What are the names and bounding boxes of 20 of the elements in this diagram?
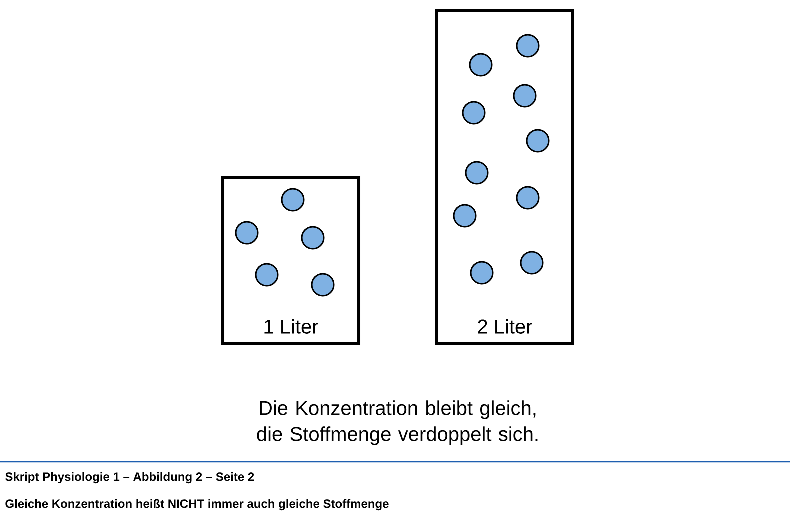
particle-circle	[453, 204, 477, 228]
particle-circle	[462, 101, 486, 125]
caption: Gleiche Konzentration heißt NICHT immer auch gleiche Stoffmenge	[6, 499, 389, 511]
footer-text: Skript Physiologie 1 – Abbildung 2 – Seite 2	[6, 472, 254, 484]
container-box: 1 Liter	[222, 176, 360, 346]
particle-circle	[526, 129, 550, 153]
particle-circle	[281, 188, 305, 212]
particle-circle	[516, 34, 540, 58]
statement-text: Die Konzentration bleibt gleich, die Stoffmenge verdoppelt sich.	[257, 400, 538, 446]
particle-circle	[311, 273, 335, 297]
particle-circle	[235, 221, 259, 245]
particle-circle	[520, 251, 544, 275]
container-box: 2 Liter	[436, 10, 574, 346]
particle-circle	[255, 263, 279, 287]
particle-circle	[469, 53, 493, 77]
particle-circle	[513, 84, 537, 108]
particle-circle	[516, 186, 540, 210]
particle-circle	[470, 261, 494, 285]
particle-circle	[465, 161, 489, 185]
particle-circle	[301, 226, 325, 250]
